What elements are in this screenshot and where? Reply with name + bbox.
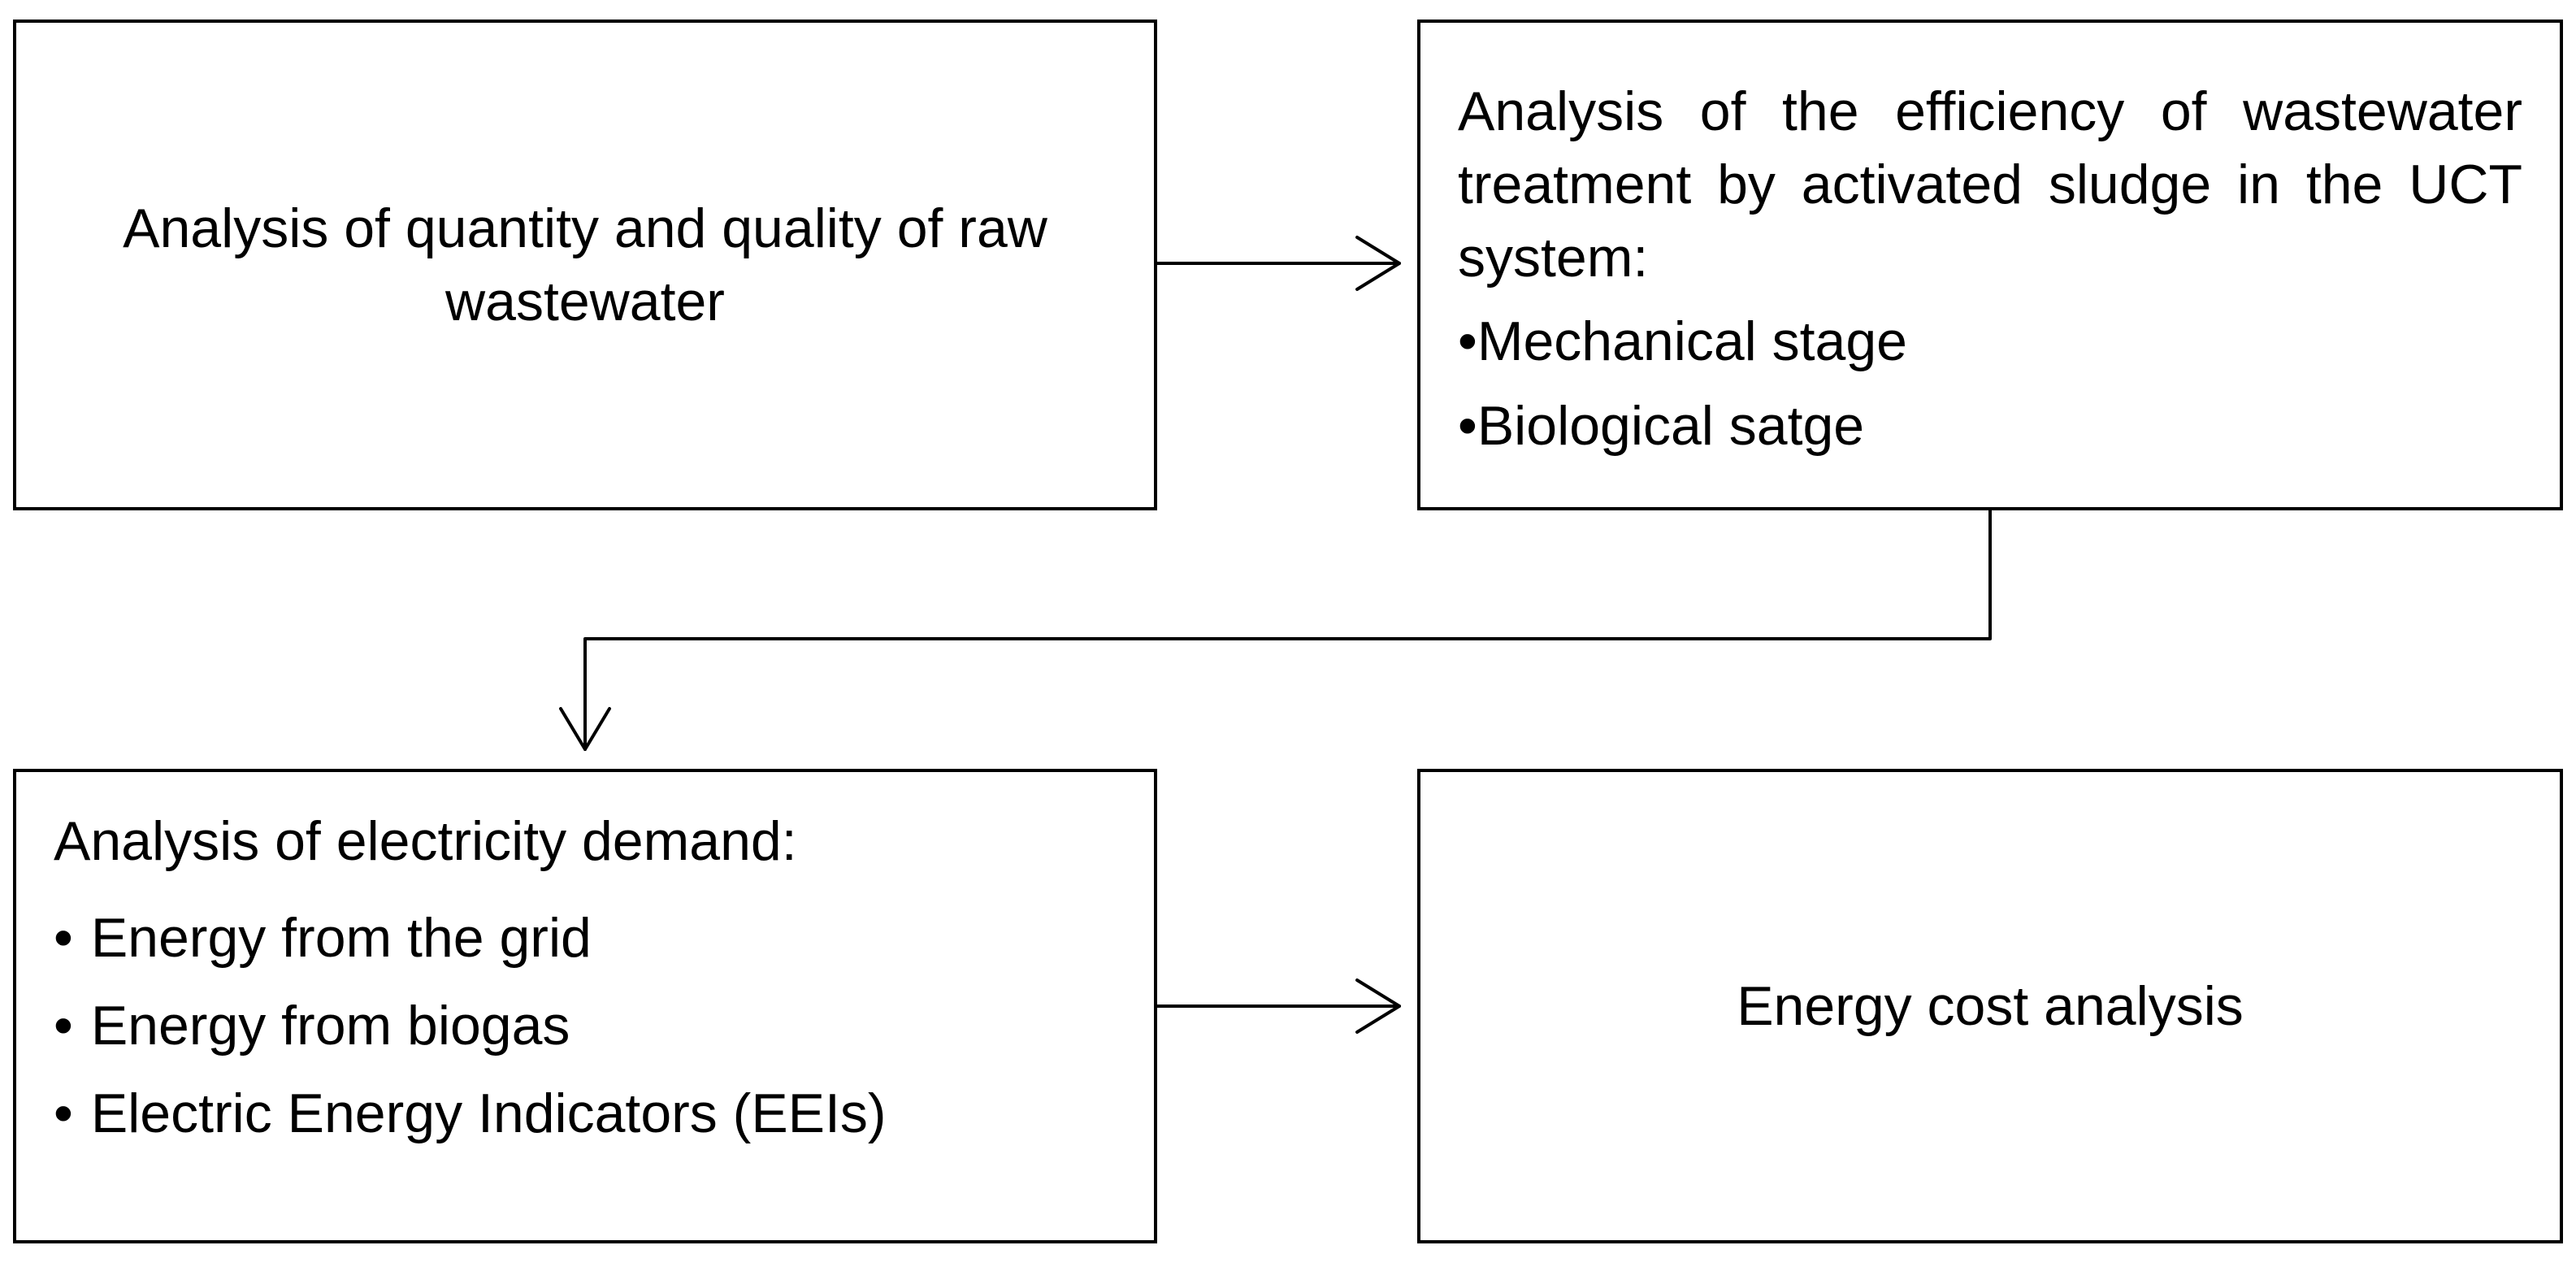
arrow-raw-to-efficiency	[1156, 236, 1401, 291]
bullet-icon: •	[54, 995, 73, 1057]
treatment-stage-list: •Mechanical stage •Biological satge	[1458, 299, 1907, 468]
list-item-label: Biological satge	[1477, 395, 1865, 457]
arrow-efficiency-to-electricity	[559, 509, 1992, 751]
electricity-demand-analysis-box: Analysis of electricity demand: • Energy …	[13, 769, 1157, 1243]
raw-wastewater-analysis-text: Analysis of quantity and quality of raw …	[123, 197, 1047, 332]
electricity-demand-title: Analysis of electricity demand:	[54, 810, 797, 872]
list-item: •Biological satge	[1458, 384, 1907, 468]
arrow-electricity-to-cost	[1156, 978, 1401, 1034]
list-item: •Mechanical stage	[1458, 299, 1907, 384]
bullet-icon: •	[1458, 395, 1477, 457]
bullet-icon: •	[54, 907, 73, 969]
list-item: • Energy from the grid	[54, 894, 887, 982]
energy-cost-analysis-text: Energy cost analysis	[1737, 975, 2244, 1037]
list-item-label: Energy from biogas	[90, 995, 570, 1057]
list-item-label: Mechanical stage	[1477, 310, 1908, 372]
bullet-icon: •	[1458, 310, 1477, 372]
raw-wastewater-analysis-box: Analysis of quantity and quality of raw …	[13, 20, 1157, 510]
treatment-efficiency-analysis-box: Analysis of the efficiency of wastewater…	[1417, 20, 2563, 510]
list-item: • Energy from biogas	[54, 982, 887, 1070]
bullet-icon: •	[54, 1083, 73, 1144]
list-item-label: Energy from the grid	[90, 907, 592, 969]
energy-source-list: • Energy from the grid • Energy from bioga…	[54, 894, 887, 1157]
list-item-label: Electric Energy Indicators (EEIs)	[90, 1083, 887, 1144]
list-item: • Electric Energy Indicators (EEIs)	[54, 1070, 887, 1157]
treatment-efficiency-title: Analysis of the efficiency of wastewater…	[1458, 80, 2522, 289]
energy-cost-analysis-box: Energy cost analysis	[1417, 769, 2563, 1243]
